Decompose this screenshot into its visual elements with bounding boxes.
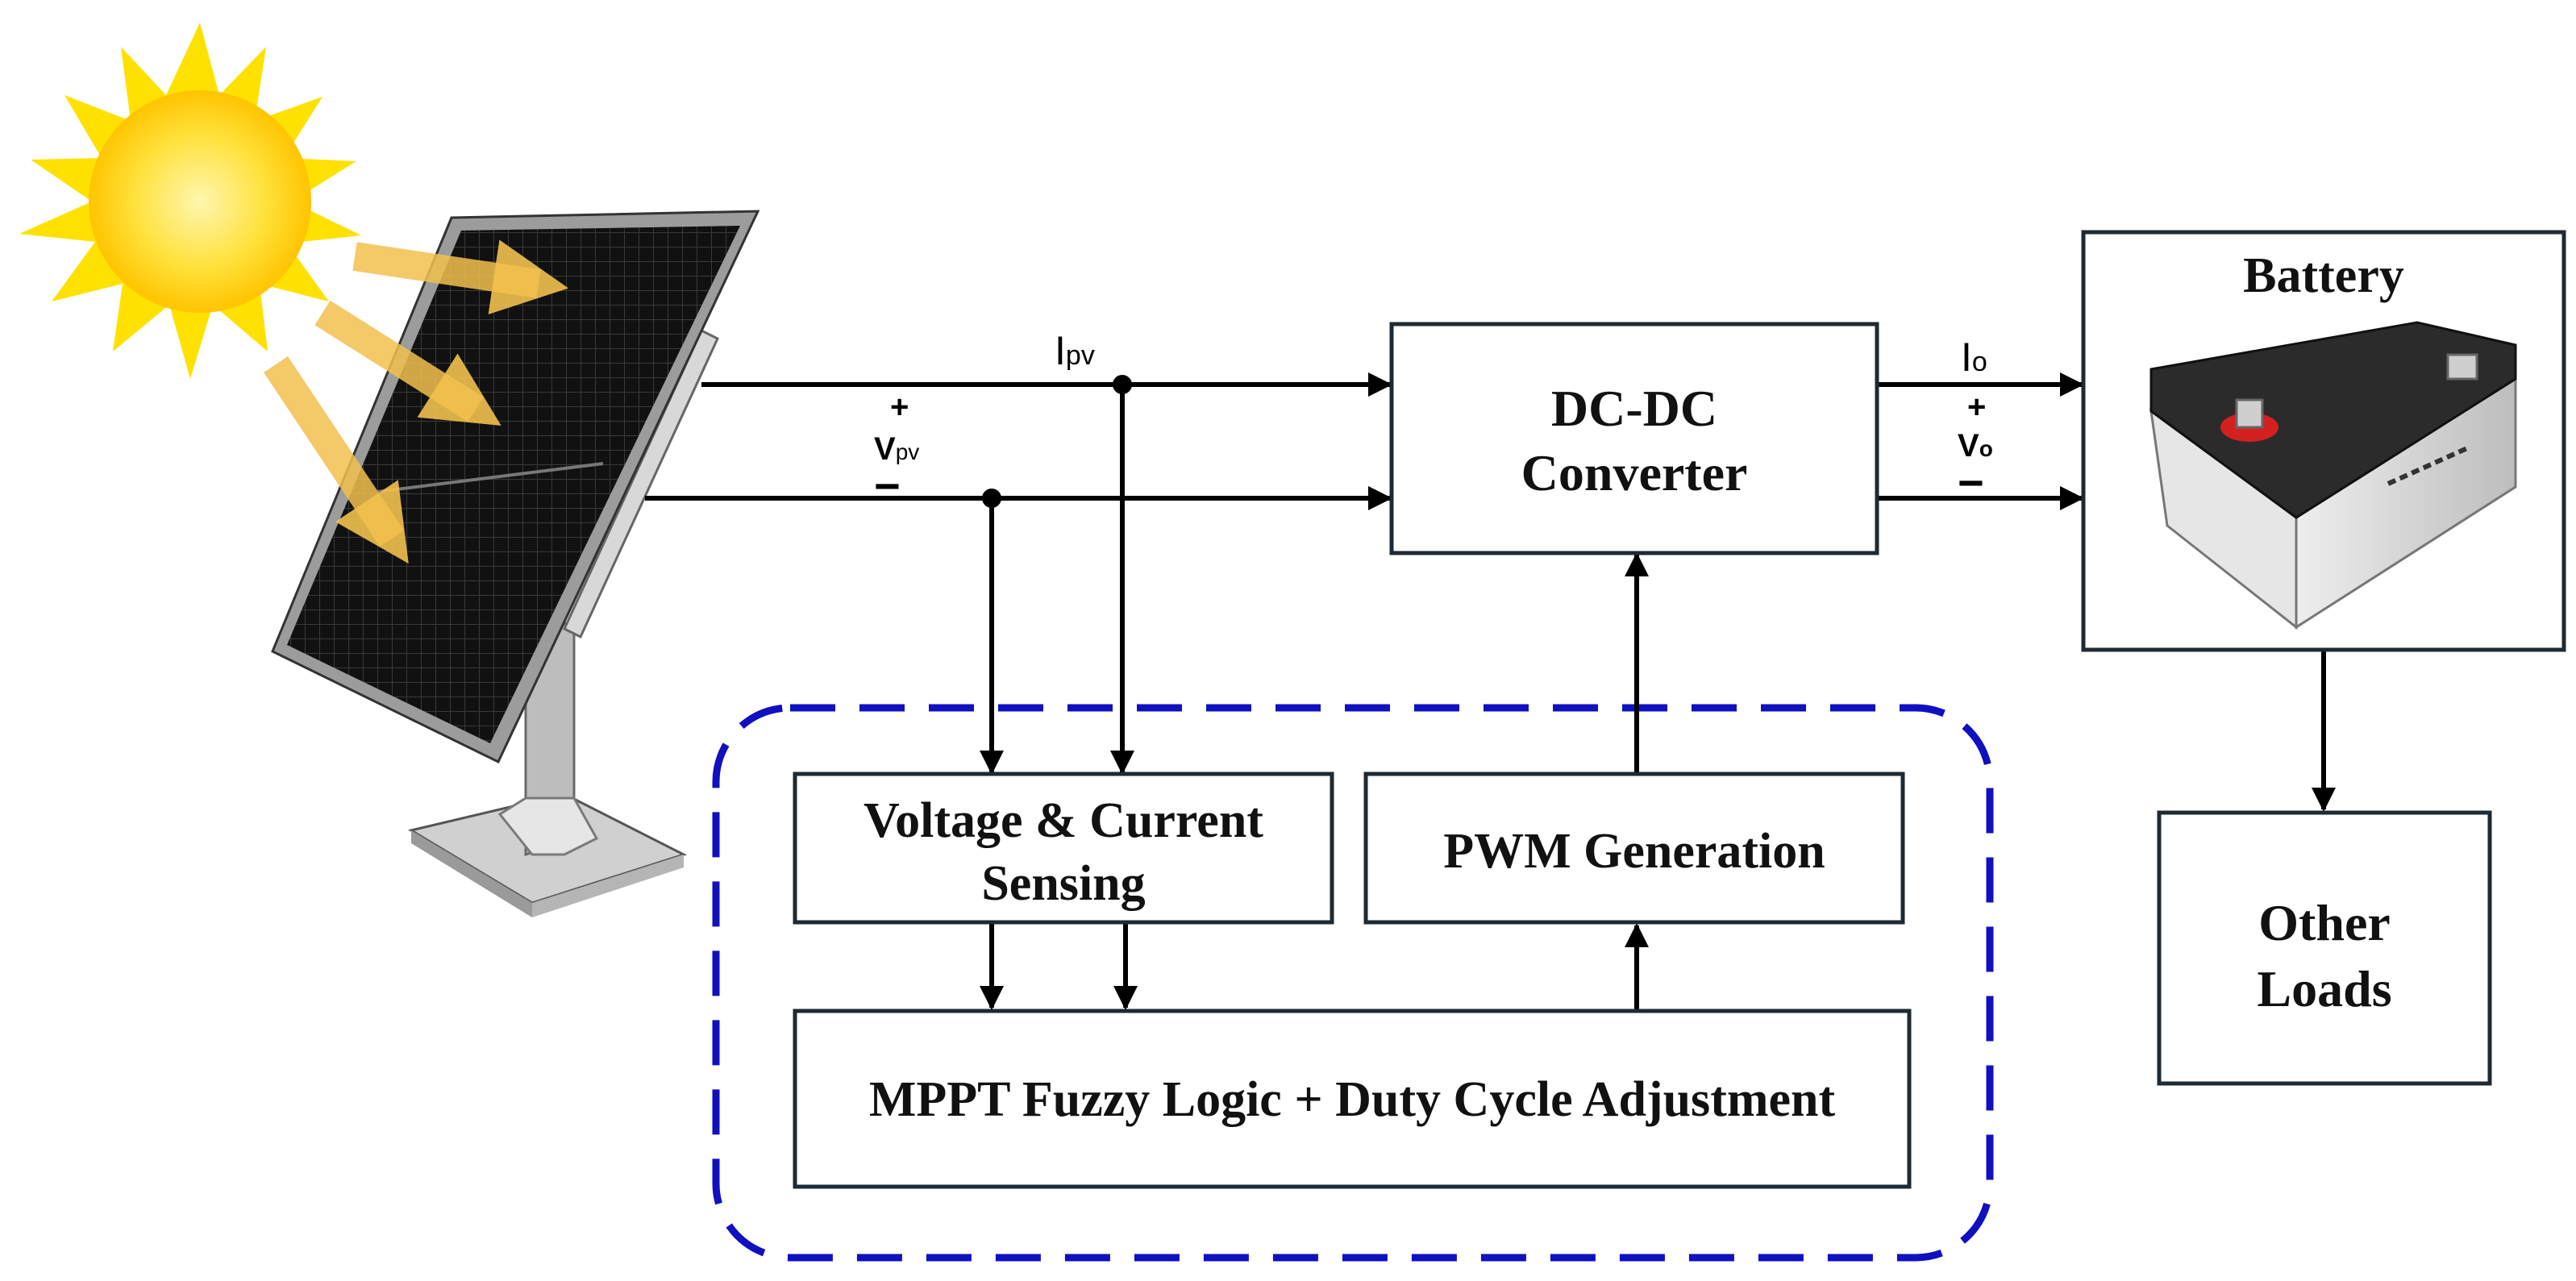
pwm-box <box>1363 772 1905 925</box>
vpv-label: Vpv <box>874 431 919 467</box>
panel-mount-rail <box>563 328 719 639</box>
loads-label-line1: Other <box>2258 894 2391 951</box>
panel-base-side <box>411 830 532 917</box>
sun-icon <box>19 23 361 379</box>
sun-ray-arrow <box>314 300 501 426</box>
battery-terminal-post <box>2235 398 2264 429</box>
mppt-label: MPPT Fuzzy Logic + Duty Cycle Adjustment <box>869 1072 1836 1127</box>
voltage-current-sensing-block: Voltage & Current Sensing <box>793 772 1334 925</box>
sun-ray-arrow <box>352 239 569 315</box>
sensing-label-line2: Sensing <box>981 856 1145 911</box>
voltage-sense-junction <box>982 489 1001 508</box>
solar-panel-icon <box>271 210 760 917</box>
controller-group-border <box>712 704 1994 1262</box>
panel-divider <box>377 462 604 493</box>
pwm-generation-block: PWM Generation <box>1363 772 1905 925</box>
sunlight-rays <box>264 239 569 564</box>
current-sense-junction <box>1113 375 1132 394</box>
battery-block: Battery <box>2081 230 2566 652</box>
mppt-box <box>793 1009 1912 1189</box>
vo-plus-label: + <box>1967 389 1986 425</box>
wires <box>645 372 2336 1010</box>
battery-terminal-negative <box>2446 353 2478 381</box>
vo-label: Vo <box>1958 428 1993 464</box>
vpv-minus-label: − <box>874 460 901 511</box>
sensing-label-line1: Voltage & Current <box>864 793 1263 848</box>
pwm-label: PWM Generation <box>1443 824 1825 879</box>
dc-dc-converter-block: DC-DC Converter <box>1389 322 1879 555</box>
converter-box <box>1389 322 1879 555</box>
loads-label-line2: Loads <box>2257 960 2391 1017</box>
battery-vent-strip <box>2387 446 2469 486</box>
battery-title: Battery <box>2243 248 2404 303</box>
io-label: Io <box>1961 335 1987 380</box>
converter-label-line1: DC-DC <box>1551 380 1717 437</box>
panel-post-bracket <box>497 796 599 856</box>
ipv-label: Ipv <box>1055 328 1095 373</box>
panel-base-front <box>532 855 684 917</box>
battery-lid <box>2149 321 2517 519</box>
battery-icon <box>2149 321 2517 630</box>
panel-cells <box>287 226 740 743</box>
sun-core <box>89 90 311 313</box>
loads-box <box>2157 810 2492 1086</box>
vpv-plus-label: + <box>890 389 909 425</box>
other-loads-block: Other Loads <box>2157 810 2492 1086</box>
sensing-box <box>793 772 1334 925</box>
sun-ray-arrow <box>264 356 409 564</box>
vo-minus-label: − <box>1958 457 1984 508</box>
converter-label-line2: Converter <box>1521 444 1748 501</box>
mppt-fuzzy-logic-block: MPPT Fuzzy Logic + Duty Cycle Adjustment <box>793 1009 1912 1189</box>
